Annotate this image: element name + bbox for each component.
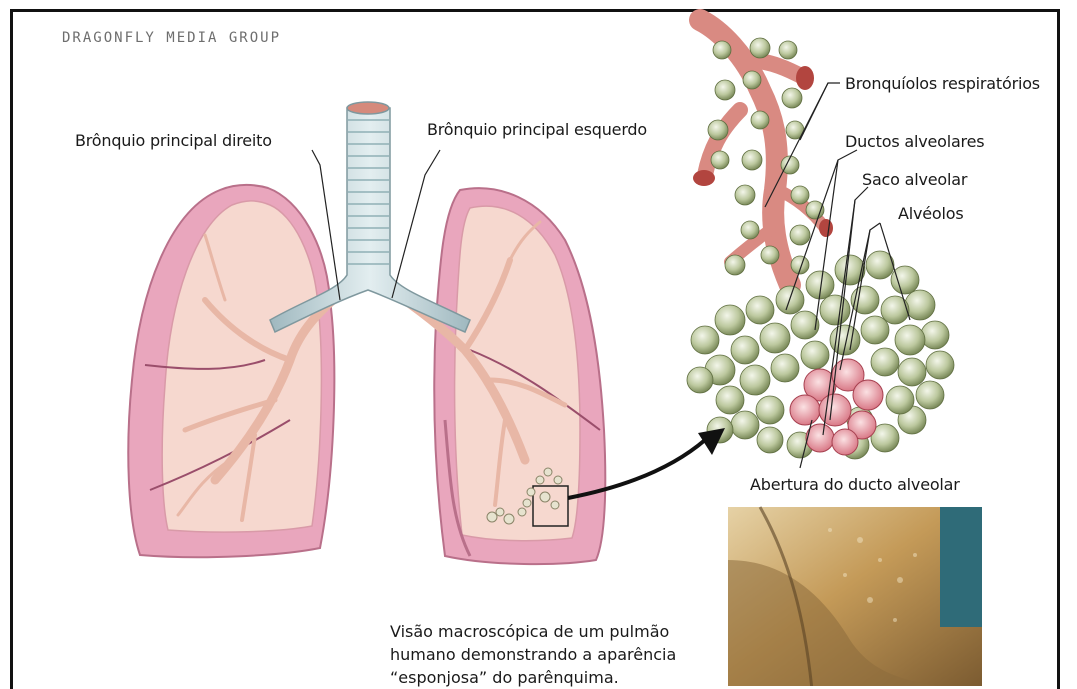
leader-left-bronchus [392, 150, 440, 298]
label-right-main-bronchus: Brônquio principal direito [75, 131, 272, 150]
photo-caption: Visão macroscópica de um pulmão humano d… [390, 620, 676, 689]
label-alveolar-sac: Saco alveolar [862, 170, 967, 189]
label-left-main-bronchus: Brônquio principal esquerdo [427, 120, 647, 139]
label-respiratory-bronchioles: Bronquíolos respiratórios [845, 74, 1040, 93]
caption-line-2: humano demonstrando a aparência [390, 643, 676, 666]
label-alveolar-ducts: Ductos alveolares [845, 132, 984, 151]
label-alveoli: Alvéolos [898, 204, 963, 223]
label-alveolar-duct-opening: Abertura do ducto alveolar [750, 475, 960, 494]
lung-photo [728, 507, 982, 686]
bronchiole-tree [693, 20, 833, 285]
caption-line-1: Visão macroscópica de um pulmão [390, 620, 676, 643]
right-lung [128, 185, 334, 557]
